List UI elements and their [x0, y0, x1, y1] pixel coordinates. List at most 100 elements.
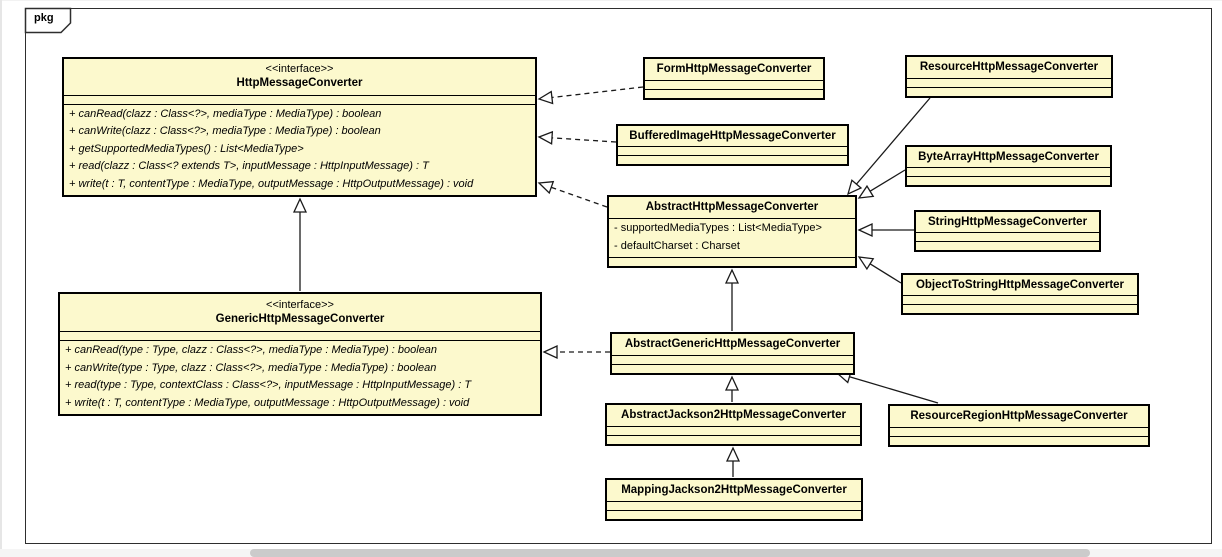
hollow-triangle-arrowhead: [537, 130, 554, 145]
attributes-compartment: [907, 78, 1111, 87]
hollow-triangle-arrowhead: [857, 256, 875, 271]
edge-GenericHttpMessageConverter-to-HttpMessageConverter: [292, 197, 308, 291]
window-top-edge: [0, 0, 1222, 1]
class-name-label: ResourceRegionHttpMessageConverter: [910, 410, 1128, 422]
horizontal-scrollbar-thumb[interactable]: [250, 549, 1090, 557]
class-byte-array-http-message-converter[interactable]: ByteArrayHttpMessageConverter: [905, 145, 1112, 187]
class-name-label: BufferedImageHttpMessageConverter: [629, 129, 836, 142]
attributes-compartment: [64, 94, 535, 104]
class-buffered-image-http-message-converter[interactable]: BufferedImageHttpMessageConverter: [616, 124, 849, 166]
class-object-to-string-http-message-converter[interactable]: ObjectToStringHttpMessageConverter: [901, 273, 1139, 315]
methods-compartment: [607, 435, 860, 444]
edge-AbstractHttpMessageConverter-to-HttpMessageConverter: [537, 180, 608, 208]
methods-compartment: [607, 510, 861, 519]
hollow-triangle-arrowhead: [724, 375, 740, 391]
class-mapping-jackson2-http-message-converter[interactable]: MappingJackson2HttpMessageConverter: [605, 478, 863, 521]
class-generic-http-message-converter[interactable]: <<interface>>GenericHttpMessageConverter…: [58, 292, 542, 416]
edge-FormHttpMessageConverter-to-HttpMessageConverter: [537, 86, 644, 105]
class-form-http-message-converter[interactable]: FormHttpMessageConverter: [643, 57, 825, 100]
edge-AbstractJackson2HttpMessageConverter-to-AbstractGenericHttpMessageConverter: [724, 375, 740, 402]
class-header: BufferedImageHttpMessageConverter: [618, 126, 847, 146]
class-header: AbstractJackson2HttpMessageConverter: [607, 405, 860, 426]
attributes-compartment: [612, 355, 853, 364]
attributes-compartment: [607, 426, 860, 435]
edge-MappingJackson2HttpMessageConverter-to-AbstractJackson2HttpMessageConverter: [725, 446, 741, 477]
class-name-label: StringHttpMessageConverter: [927, 215, 1088, 228]
class-name-label: HttpMessageConverter: [236, 76, 363, 89]
class-header: ResourceRegionHttpMessageConverter: [890, 406, 1148, 427]
edge-AbstractGenericHttpMessageConverter-to-AbstractHttpMessageConverter: [724, 268, 740, 331]
methods-compartment: [890, 436, 1148, 445]
attributes-compartment: [607, 501, 861, 510]
attribute-line: - defaultCharset : Charset: [614, 239, 740, 252]
class-header: <<interface>>GenericHttpMessageConverter: [60, 294, 540, 331]
hollow-triangle-arrowhead: [857, 184, 875, 199]
stereotype-label: <<interface>>: [265, 62, 334, 75]
class-header: AbstractHttpMessageConverter: [609, 197, 855, 218]
edge-AbstractGenericHttpMessageConverter-to-GenericHttpMessageConverter: [542, 344, 610, 360]
edge-ResourceHttpMessageConverter-to-AbstractHttpMessageConverter: [846, 97, 931, 196]
class-name-label: ResourceHttpMessageConverter: [919, 61, 1099, 73]
method-line: + canWrite(clazz : Class<?>, mediaType :…: [69, 125, 381, 137]
class-http-message-converter[interactable]: <<interface>>HttpMessageConverter + canRe…: [62, 57, 537, 197]
attributes-compartment: [916, 232, 1099, 241]
stereotype-label: <<interface>>: [266, 298, 334, 311]
methods-compartment: [618, 155, 847, 164]
methods-compartment: + canRead(clazz : Class<?>, mediaType : …: [64, 103, 535, 196]
edge-ObjectToStringHttpMessageConverter-to-AbstractHttpMessageConverter: [857, 256, 902, 284]
methods-compartment: [907, 87, 1111, 96]
class-name-label: GenericHttpMessageConverter: [215, 312, 385, 325]
class-header: StringHttpMessageConverter: [916, 212, 1099, 232]
class-name-label: AbstractHttpMessageConverter: [645, 201, 819, 213]
hollow-triangle-arrowhead: [292, 197, 308, 213]
edge-ResourceRegionHttpMessageConverter-to-AbstractGenericHttpMessageConverter: [835, 370, 939, 404]
class-resource-region-http-message-converter[interactable]: ResourceRegionHttpMessageConverter: [888, 404, 1150, 447]
methods-compartment: + canRead(type : Type, clazz : Class<?>,…: [60, 340, 540, 414]
hollow-triangle-arrowhead: [537, 90, 554, 105]
attributes-compartment: - supportedMediaTypes : List<MediaType> -…: [609, 218, 855, 257]
class-name-label: FormHttpMessageConverter: [656, 63, 812, 75]
hollow-triangle-arrowhead: [857, 222, 873, 238]
edge-StringHttpMessageConverter-to-AbstractHttpMessageConverter: [857, 222, 914, 238]
hollow-triangle-arrowhead: [542, 344, 558, 360]
class-name-label: MappingJackson2HttpMessageConverter: [621, 484, 847, 496]
methods-compartment: [609, 257, 855, 266]
class-resource-http-message-converter[interactable]: ResourceHttpMessageConverter: [905, 55, 1113, 98]
method-line: + write(t : T, contentType : MediaType, …: [69, 177, 474, 190]
edge-BufferedImageHttpMessageConverter-to-HttpMessageConverter: [537, 130, 617, 145]
edge-ByteArrayHttpMessageConverter-to-AbstractHttpMessageConverter: [857, 169, 906, 199]
attributes-compartment: [60, 331, 540, 340]
class-header: ObjectToStringHttpMessageConverter: [903, 275, 1137, 295]
hollow-triangle-arrowhead: [725, 446, 741, 462]
class-header: AbstractGenericHttpMessageConverter: [612, 334, 853, 355]
attribute-line: - supportedMediaTypes : List<MediaType>: [614, 222, 822, 234]
class-string-http-message-converter[interactable]: StringHttpMessageConverter: [914, 210, 1101, 252]
method-line: + canWrite(type : Type, clazz : Class<?>…: [65, 361, 437, 374]
class-abstract-generic-http-message-converter[interactable]: AbstractGenericHttpMessageConverter: [610, 332, 855, 375]
hollow-triangle-arrowhead: [724, 268, 740, 284]
method-line: + read(clazz : Class<? extends T>, input…: [69, 160, 429, 172]
attributes-compartment: [618, 146, 847, 155]
class-name-label: AbstractGenericHttpMessageConverter: [624, 338, 841, 350]
class-abstract-http-message-converter[interactable]: AbstractHttpMessageConverter - supportedM…: [607, 195, 857, 268]
class-abstract-jackson2-http-message-converter[interactable]: AbstractJackson2HttpMessageConverter: [605, 403, 862, 446]
method-line: + canRead(type : Type, clazz : Class<?>,…: [65, 344, 438, 356]
methods-compartment: [903, 304, 1137, 313]
class-header: MappingJackson2HttpMessageConverter: [607, 480, 861, 501]
attributes-compartment: [890, 427, 1148, 436]
hollow-triangle-arrowhead: [537, 180, 555, 195]
method-line: + canRead(clazz : Class<?>, mediaType : …: [69, 107, 382, 120]
package-tab-label: pkg: [34, 12, 54, 24]
class-header: FormHttpMessageConverter: [645, 59, 823, 80]
hollow-triangle-arrowhead: [846, 179, 863, 196]
pkg-tab-shape: [24, 7, 72, 34]
methods-compartment: [612, 364, 853, 373]
methods-compartment: [645, 89, 823, 98]
horizontal-scrollbar-track[interactable]: [0, 549, 1222, 557]
method-line: + read(type : Type, contextClass : Class…: [65, 379, 472, 391]
class-header: <<interface>>HttpMessageConverter: [64, 59, 535, 95]
methods-compartment: [907, 176, 1110, 185]
attributes-compartment: [903, 295, 1137, 304]
